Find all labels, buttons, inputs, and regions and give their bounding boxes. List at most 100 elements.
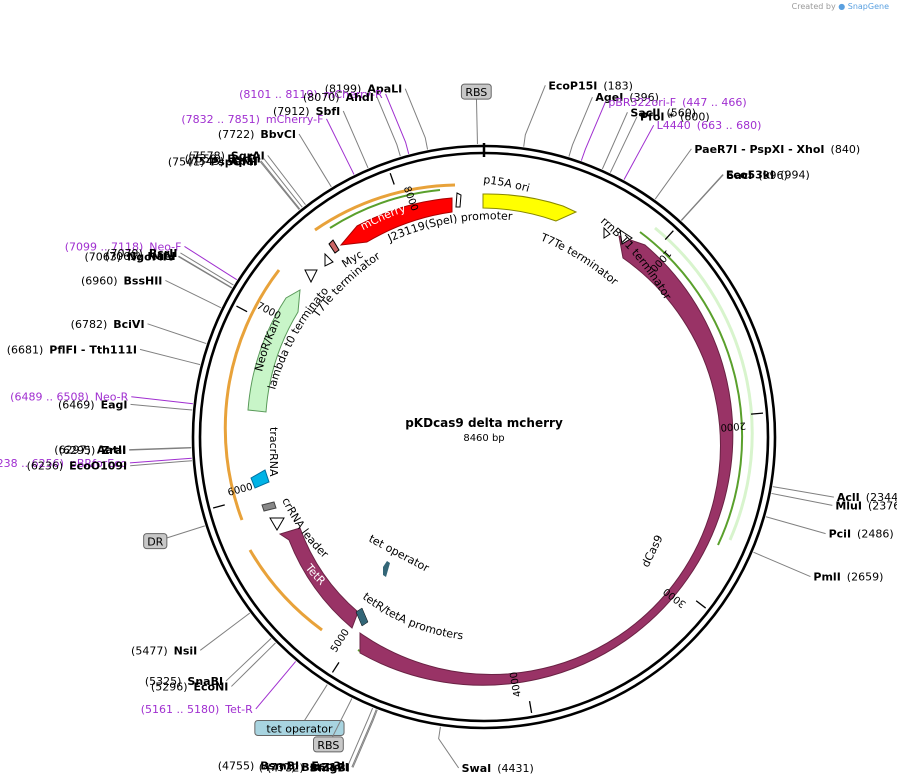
backbone xyxy=(191,143,777,730)
restriction-site[interactable]: AgeI(396) xyxy=(595,91,659,104)
feature-box-label: RBS xyxy=(317,739,339,752)
site-leader-line xyxy=(753,551,811,578)
restriction-site[interactable]: AclI(2344) xyxy=(837,491,897,504)
restriction-site[interactable]: (6295)ZraI xyxy=(59,444,127,457)
primer-site[interactable]: (7832 .. 7851)mCherry-F xyxy=(181,113,323,126)
site-name: EcoO109I xyxy=(69,460,127,473)
site-name: L4440 xyxy=(657,119,691,132)
restriction-site[interactable]: PaeR7I - PspXI - XhoI(840) xyxy=(694,143,860,156)
restriction-site[interactable]: (6469)EagI xyxy=(58,398,127,411)
site-name: Eco53kI xyxy=(726,168,774,181)
restriction-site[interactable]: SwaI(4431) xyxy=(462,762,534,775)
restriction-site[interactable]: MluI(2376) xyxy=(835,499,897,512)
tetr-teta-promoters-mark[interactable] xyxy=(355,607,369,627)
restriction-site[interactable]: (7065)NaeI xyxy=(105,250,176,263)
restriction-site[interactable]: (5296)EcoNI xyxy=(151,680,228,693)
neor-kanr-arrow[interactable] xyxy=(247,289,301,413)
tick-label: 2000 xyxy=(720,419,746,432)
p15a-ori-arrow[interactable] xyxy=(482,193,578,222)
restriction-site[interactable]: (6960)BssHII xyxy=(81,274,162,287)
tracrrna-arrow[interactable] xyxy=(250,469,270,489)
mcherry-arrow[interactable] xyxy=(339,197,453,246)
site-position: (6489 .. 6508) xyxy=(10,391,89,404)
center-title: pKDcas9 delta mcherry 8460 bp xyxy=(405,416,563,444)
site-position: (6238 .. 6256) xyxy=(0,457,64,470)
site-position: (600) xyxy=(680,111,710,124)
tetr-arrow[interactable] xyxy=(278,527,359,629)
site-name: NgoMIV xyxy=(127,251,176,264)
crrna-leader-mark[interactable] xyxy=(269,517,285,531)
site-position: (7912) xyxy=(273,105,310,118)
restriction-site[interactable]: (7079)RsrII xyxy=(106,247,177,260)
restriction-site[interactable]: (7541)PspOMI xyxy=(168,156,257,169)
lambda-t0-terminator-mark[interactable] xyxy=(304,269,318,284)
rrnb-terminator-mark[interactable] xyxy=(603,226,611,239)
site-leader-line xyxy=(259,161,300,210)
restriction-site[interactable]: (8070)AhdI xyxy=(303,91,374,104)
site-name: PflFI - Tth111I xyxy=(49,343,137,356)
dcas9-arrow[interactable] xyxy=(359,235,734,686)
site-leader-line xyxy=(765,516,826,535)
myc-mark[interactable] xyxy=(328,239,340,254)
restriction-site[interactable]: EcoP15I(183) xyxy=(548,79,633,92)
restriction-site[interactable]: (5477)NsiI xyxy=(131,644,197,657)
site-leader-line xyxy=(609,116,638,173)
restriction-site[interactable]: (5325)SnaBI xyxy=(145,675,223,688)
feature-box[interactable] xyxy=(143,533,168,550)
dr-repeat-mark[interactable] xyxy=(261,501,277,512)
site-position: (6297) xyxy=(54,444,91,457)
site-position: (6295) xyxy=(59,444,96,457)
j23119-promoter-mark[interactable] xyxy=(455,192,462,208)
primer-site[interactable]: (8101 .. 8119)mCherry-R xyxy=(239,88,383,101)
restriction-site[interactable]: PfoI *(600) xyxy=(640,111,710,124)
site-position: (7063) xyxy=(85,251,122,264)
primer-site[interactable]: (6489 .. 6508)Neo-R xyxy=(10,391,128,404)
feature-box[interactable] xyxy=(460,83,492,100)
site-position: (5296) xyxy=(151,680,188,693)
restriction-site[interactable]: (6297)AatII xyxy=(54,444,126,457)
feature-box[interactable] xyxy=(254,719,345,736)
site-name: SbfI xyxy=(316,105,341,118)
restriction-site[interactable]: (4755)BsmBI - Esp3I xyxy=(218,759,345,772)
t7te-terminator-left-mark[interactable] xyxy=(324,252,334,267)
restriction-site[interactable]: (7545)ApaI xyxy=(187,155,257,168)
site-leader-line xyxy=(298,133,332,188)
restriction-site[interactable]: (7578)SgrAI xyxy=(188,149,264,162)
tick-mark xyxy=(236,305,248,313)
restriction-site[interactable]: PciI(2486) xyxy=(829,528,894,541)
site-name: SnaBI xyxy=(187,675,223,688)
primer-site[interactable]: pBR322ori-F(447 .. 466) xyxy=(608,96,746,109)
site-name: BsmBI - Esp3I xyxy=(260,759,345,772)
restriction-site[interactable]: (7912) SbfI xyxy=(273,105,340,118)
restriction-site[interactable]: PmlI(2659) xyxy=(813,571,883,584)
restriction-site[interactable]: (4732)BmgBI xyxy=(267,762,350,775)
restriction-site[interactable]: (8199)ApaLI xyxy=(325,83,403,96)
tet-operator-mark[interactable] xyxy=(383,561,390,577)
restriction-site[interactable]: (4737)BstZ17I xyxy=(259,761,349,774)
tick-mark xyxy=(750,412,764,415)
tick-mark xyxy=(212,504,225,509)
credit-brand: SnapGene xyxy=(847,2,889,11)
restriction-site[interactable]: (7559)BsrGI xyxy=(185,153,261,166)
restriction-site[interactable]: Eco53kI(994) xyxy=(726,168,810,181)
features xyxy=(247,192,734,686)
t7te-terminator-right-mark[interactable] xyxy=(619,228,633,245)
svg-text:p15A ori: p15A ori xyxy=(483,173,531,195)
site-name: NsiI xyxy=(174,644,198,657)
restriction-site[interactable]: SacI(996) xyxy=(726,169,788,182)
feature-box[interactable] xyxy=(313,736,344,753)
primer-site[interactable]: (7099 .. 7118)Neo-F xyxy=(65,240,182,253)
restriction-site[interactable]: (6236)EcoO109I xyxy=(27,460,128,473)
restriction-site[interactable]: (6681)PflFI - Tth111I xyxy=(7,343,137,356)
primer-site[interactable]: (6238 .. 6256)pBRforEco xyxy=(0,457,127,470)
restriction-site[interactable]: (7722)BbvCI xyxy=(218,128,296,141)
primer-site[interactable]: (5161 .. 5180)Tet-R xyxy=(141,703,253,716)
restriction-site[interactable]: SacII(560) xyxy=(630,106,696,119)
primer-site[interactable]: L4440 (663 .. 680) xyxy=(657,119,762,132)
site-position: (663 .. 680) xyxy=(697,119,762,132)
tracrrna-label: tracrRNA xyxy=(267,427,280,477)
tet-operator-label: tet operator xyxy=(367,532,432,575)
restriction-site[interactable]: (7063) NgoMIV xyxy=(85,251,176,264)
restriction-site[interactable]: (6782)BciVI xyxy=(71,318,145,331)
